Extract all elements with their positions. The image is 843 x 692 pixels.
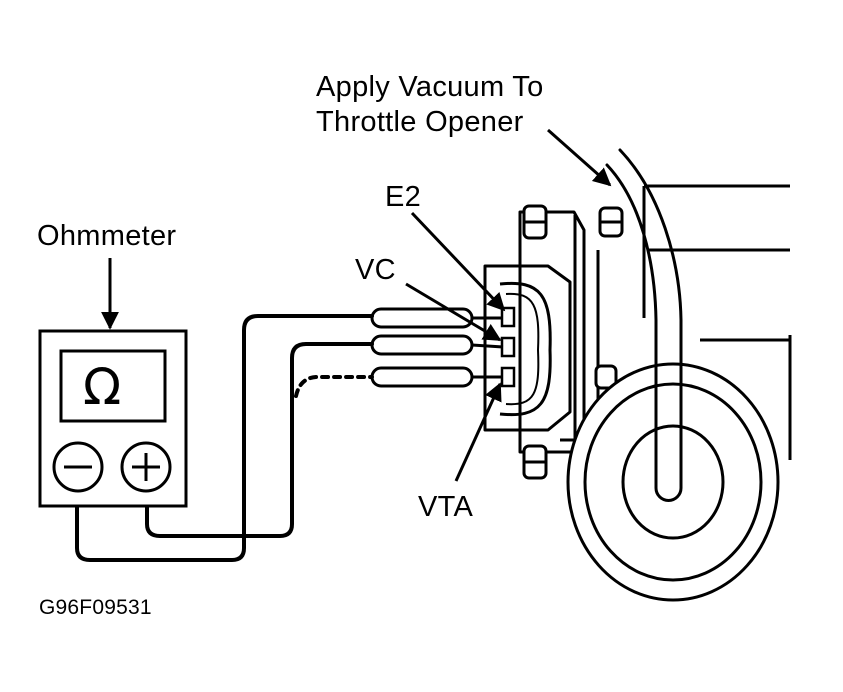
- vacuum-label-line1: Apply Vacuum To: [316, 71, 544, 103]
- probe-top: [370, 307, 503, 329]
- ohmmeter: [38, 329, 188, 508]
- throttle-body: [483, 184, 792, 602]
- ohmmeter-display: [59, 349, 167, 423]
- e2-arrow: [410, 211, 506, 312]
- probe-middle: [370, 334, 504, 356]
- pulley-outer: [566, 362, 780, 602]
- connector-housing: [499, 281, 552, 417]
- pulley-ring: [583, 382, 763, 582]
- bolt-right-mid: [594, 364, 618, 390]
- bolt-bottom: [522, 444, 548, 480]
- terminal-symbols: [64, 453, 160, 481]
- sensor-plate: [483, 264, 572, 432]
- unused-lead: [294, 375, 374, 398]
- bolt-right-top: [598, 206, 624, 238]
- ohm-symbol-icon: Ω: [83, 358, 122, 416]
- e2-terminal-label: E2: [385, 181, 422, 213]
- figure-code: G96F09531: [39, 596, 152, 619]
- vta-terminal-label: VTA: [418, 491, 474, 523]
- vc-arrow: [405, 282, 502, 342]
- vacuum-label-line2: Throttle Opener: [316, 106, 524, 138]
- leader-arrows: [101, 128, 612, 482]
- bolt-top: [522, 204, 548, 240]
- vta-arrow: [454, 382, 502, 482]
- positive-lead: [145, 342, 374, 538]
- ohmmeter-label: Ohmmeter: [37, 220, 177, 252]
- test-probes: [370, 307, 504, 388]
- probe-bottom: [370, 366, 503, 388]
- connector-pins: [500, 306, 516, 388]
- negative-lead: [75, 314, 374, 562]
- vc-terminal-label: VC: [355, 254, 396, 286]
- pulley-inner: [621, 424, 725, 540]
- pin-e2: [500, 306, 516, 328]
- vacuum-arrow: [547, 128, 612, 187]
- connector-housing-inner: [505, 292, 540, 406]
- pin-vta: [500, 366, 516, 388]
- pin-vc: [500, 336, 516, 358]
- vacuum-hose: [605, 148, 683, 502]
- test-leads: [75, 314, 374, 562]
